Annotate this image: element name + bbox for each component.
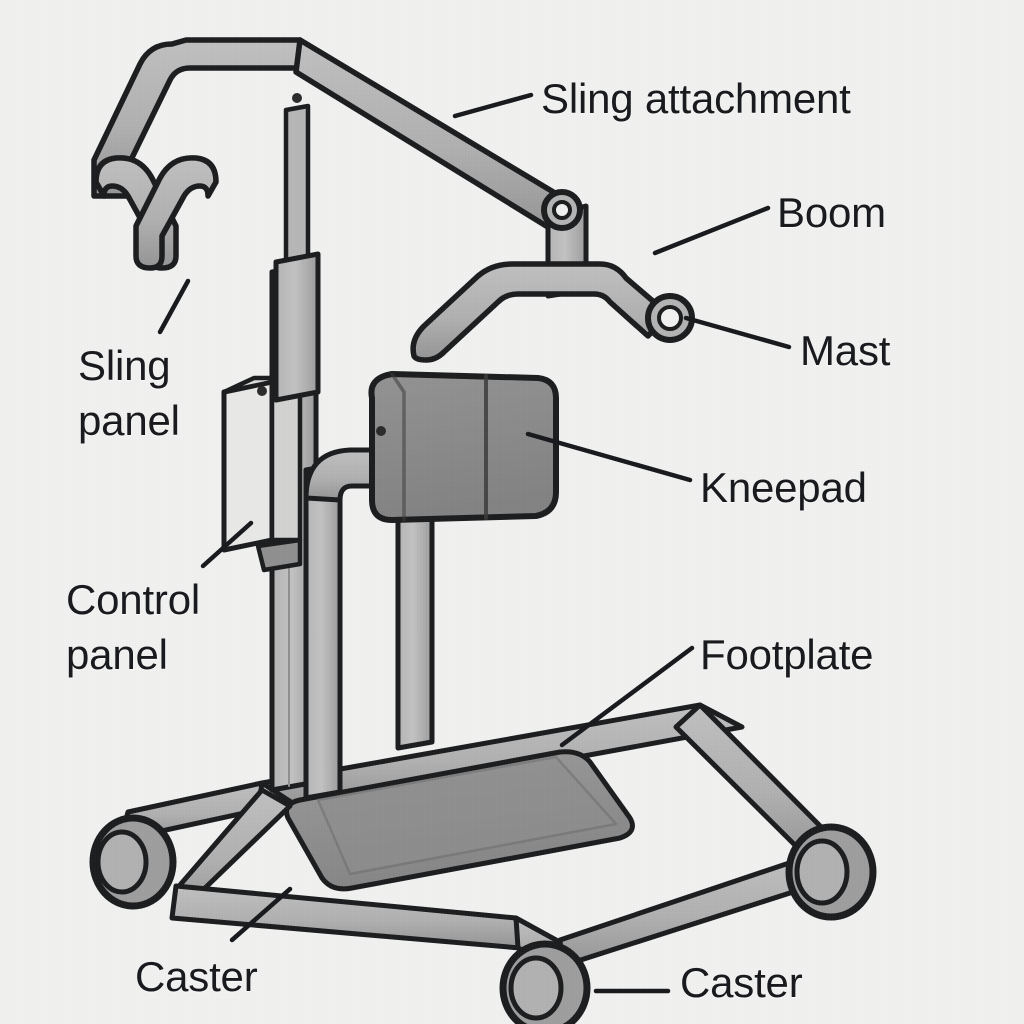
sling-panel-loop	[93, 155, 219, 271]
leader-mast	[683, 315, 792, 350]
label-control-panel-line2: panel	[66, 631, 168, 678]
spreader-bar	[410, 261, 695, 363]
leader-sling-attachment	[452, 92, 534, 119]
leader-caster-left	[229, 886, 293, 943]
leader-sling-panel	[157, 278, 191, 335]
caster-front-left	[89, 814, 177, 910]
label-kneepad: Kneepad	[700, 464, 867, 511]
label-caster-right: Caster	[680, 959, 803, 1006]
caster-front-right	[785, 823, 877, 921]
label-sling-panel-line2: panel	[78, 397, 180, 444]
kneepad-pad	[368, 371, 559, 523]
label-boom: Boom	[777, 189, 886, 236]
label-sling-panel-line1: Sling	[78, 342, 171, 389]
leader-kneepad	[525, 431, 693, 483]
label-control-panel: Control panel	[66, 572, 200, 682]
leader-control-panel	[200, 520, 254, 569]
leader-footplate	[559, 645, 695, 748]
kneepad-post	[303, 447, 435, 801]
control-panel-box	[221, 375, 303, 573]
label-control-panel-line1: Control	[66, 576, 200, 623]
label-caster-left: Caster	[135, 953, 258, 1000]
label-footplate: Footplate	[700, 631, 874, 678]
leader-boom	[652, 205, 771, 256]
label-sling-panel: Sling panel	[78, 338, 180, 448]
label-mast: Mast	[800, 327, 891, 374]
label-sling-attachment: Sling attachment	[541, 75, 851, 122]
actuator	[273, 103, 321, 403]
caster-rear	[499, 940, 591, 1024]
